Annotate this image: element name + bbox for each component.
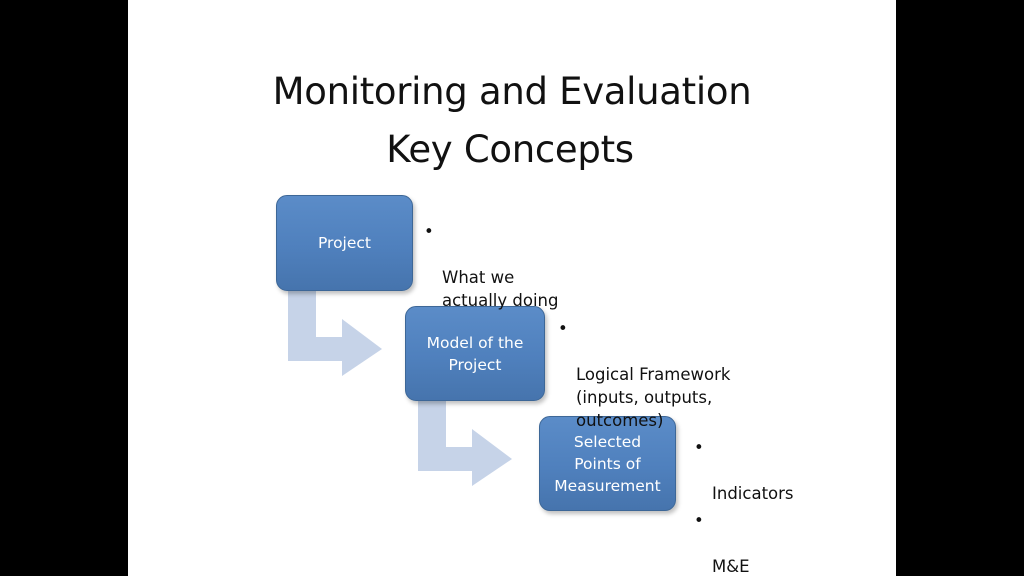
process-box-model-of-the-project: Model of the Project	[405, 306, 545, 401]
connector-arrow-2	[418, 401, 512, 486]
slide-title-line-1: Monitoring and Evaluation	[272, 70, 752, 113]
process-box-label: Project	[317, 234, 372, 252]
bullet-glyph: •	[424, 222, 434, 241]
process-box-label: Selected Points of Measurement	[554, 432, 661, 495]
process-box-label: Model of the Project	[426, 333, 524, 374]
process-box-project: Project	[276, 195, 413, 291]
bullet-text: M&E	[712, 557, 750, 576]
bullet-text: What we actually doing	[442, 268, 559, 310]
process-box-selected-points: Selected Points of Measurement	[539, 416, 676, 511]
bullet-item: • Logical Framework (inputs, outputs, ou…	[558, 317, 730, 432]
slide: Monitoring and Evaluation Key Concepts P…	[128, 0, 896, 576]
bullet-item: • M&E	[694, 509, 794, 576]
bullet-item: • What we actually doing	[424, 220, 558, 312]
bullet-item: • Indicators	[694, 436, 794, 505]
bullet-list-measurement: • Indicators • M&E	[694, 436, 794, 576]
bullet-glyph: •	[694, 438, 704, 457]
bullet-text: Indicators	[712, 484, 794, 503]
bullet-glyph: •	[694, 511, 704, 530]
bullet-list-model: • Logical Framework (inputs, outputs, ou…	[558, 317, 730, 432]
slide-title-line-2: Key Concepts	[386, 128, 634, 171]
connector-arrow-1	[288, 291, 382, 376]
bullet-glyph: •	[558, 319, 568, 338]
bullet-text: Logical Framework (inputs, outputs, outc…	[576, 365, 731, 430]
bullet-list-project: • What we actually doing	[424, 220, 558, 312]
